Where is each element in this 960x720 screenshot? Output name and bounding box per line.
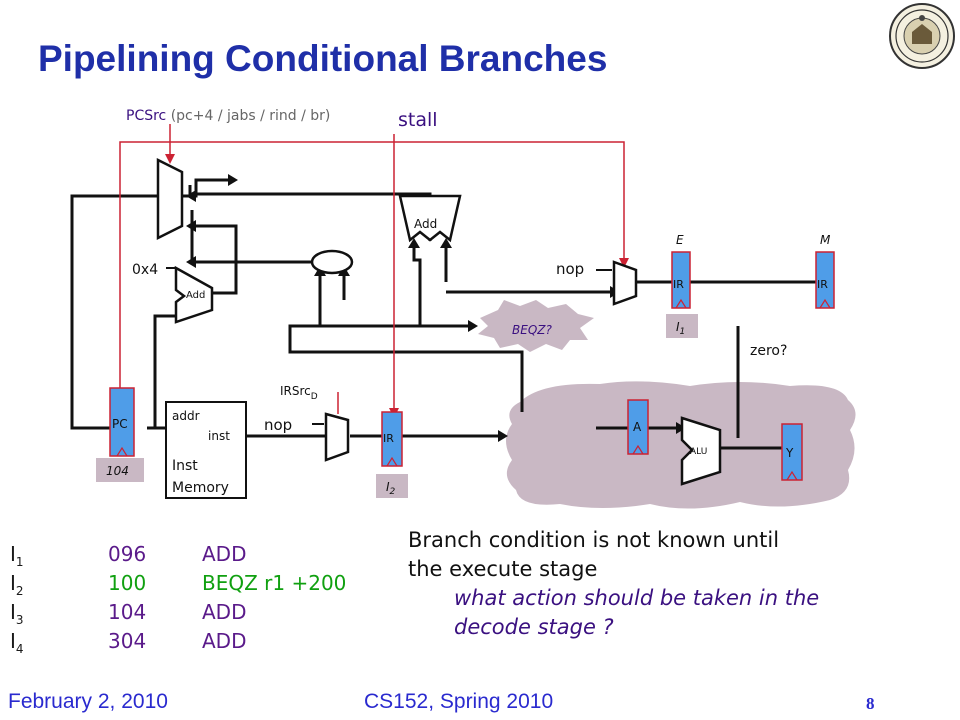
reg-a-label: A — [633, 420, 642, 434]
alu-label: ALU — [690, 447, 707, 457]
instruction-label: I1 — [10, 542, 24, 569]
explanation-question: decode stage ? — [454, 615, 614, 639]
a-register — [627, 399, 649, 455]
pc-mux — [156, 157, 184, 241]
footer-date: February 2, 2010 — [8, 690, 168, 713]
ir-decode-label: IR — [383, 432, 394, 445]
mem-inst-label: inst — [208, 429, 230, 443]
explanation-text: Branch condition is not known until the … — [408, 526, 819, 642]
ir-memory-label: IR — [817, 278, 828, 291]
explanation-line: Branch condition is not known until — [408, 528, 780, 552]
instruction-address: 304 — [108, 629, 147, 653]
nop-execute-label: nop — [556, 260, 584, 278]
decode-nop-mux — [324, 412, 350, 462]
add-left-label: Add — [186, 290, 205, 301]
inst-memory — [165, 401, 247, 499]
instruction-address: 104 — [108, 600, 147, 624]
branch-adder — [398, 194, 462, 243]
alu — [680, 416, 722, 486]
ir-execute-register — [671, 251, 691, 309]
zero-label: zero? — [750, 343, 787, 359]
pcsrc-label: PCSrc (pc+4 / jabs / rind / br) — [126, 108, 330, 124]
pc-plus4-adder — [174, 265, 214, 324]
mem-addr-label: addr — [172, 409, 200, 423]
explanation-line: the execute stage — [408, 557, 598, 581]
pc-value-label: 104 — [106, 464, 129, 478]
pc-value-tag — [96, 458, 144, 482]
ir-memory-register — [815, 251, 835, 309]
i1-tag-label: I1 — [676, 320, 685, 337]
instruction-label: I2 — [10, 571, 24, 598]
add-top-label: Add — [414, 217, 437, 231]
reg-y-label: Y — [785, 446, 794, 460]
nop-decode-label: nop — [264, 416, 292, 434]
instruction-label: I4 — [10, 629, 24, 656]
university-seal-icon — [889, 3, 955, 69]
jump-target-oval — [310, 249, 354, 275]
page-number: 8 — [866, 694, 875, 713]
i2-tag — [376, 474, 408, 498]
instruction-label: I3 — [10, 600, 24, 627]
instruction-opcode: ADD — [202, 629, 247, 653]
stage-e-label: E — [676, 233, 684, 247]
instruction-address: 096 — [108, 542, 147, 566]
execute-nop-mux — [612, 260, 638, 306]
pc-register — [109, 387, 135, 457]
instruction-opcode: ADD — [202, 600, 247, 624]
execute-cloud — [506, 381, 856, 509]
footer-course: CS152, Spring 2010 — [364, 690, 554, 713]
instruction-address: 100 — [108, 571, 147, 595]
irsrc-label: IRSrcD — [280, 384, 318, 402]
const-4-label: 0x4 — [132, 262, 158, 278]
i1-tag — [666, 314, 698, 338]
y-register — [781, 423, 803, 481]
instruction-opcode: BEQZ r1 +200 — [202, 571, 347, 595]
instruction-opcode: ADD — [202, 542, 247, 566]
ir-execute-label: IR — [673, 278, 684, 291]
ir-decode-register — [381, 411, 403, 467]
beqz-label: BEQZ? — [512, 323, 552, 337]
i2-tag-label: I2 — [386, 480, 396, 497]
mem-name-line2: Memory — [172, 480, 229, 496]
beqz-burst — [478, 300, 594, 352]
explanation-question: what action should be taken in the — [454, 586, 820, 610]
pc-label: PC — [112, 417, 128, 431]
stage-m-label: M — [820, 233, 831, 247]
mem-name-line1: Inst — [172, 458, 198, 474]
stall-label: stall — [398, 109, 438, 131]
slide-title: Pipelining Conditional Branches — [38, 38, 608, 79]
